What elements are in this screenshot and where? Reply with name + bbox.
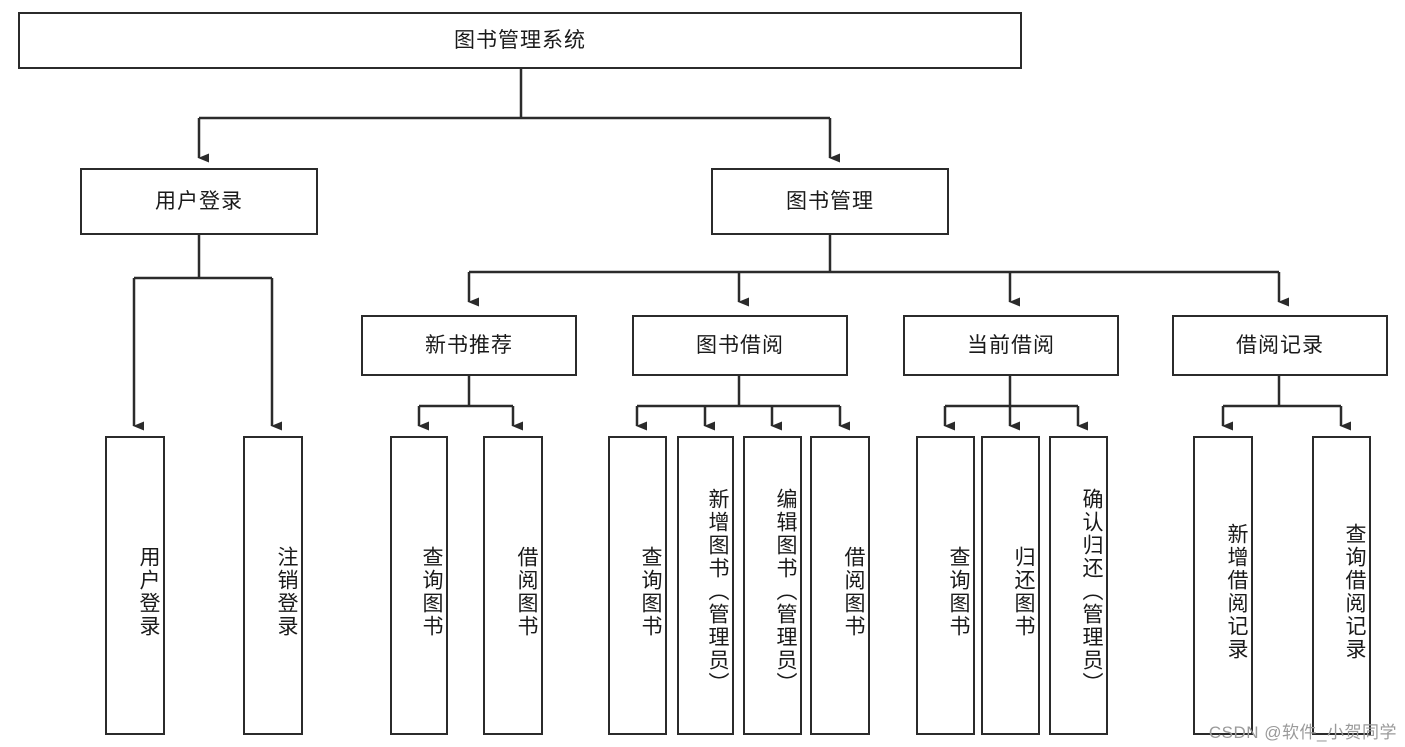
- leaf-return-book[interactable]: 归还图书: [981, 436, 1040, 735]
- leaf-user-login[interactable]: 用户登录: [105, 436, 165, 735]
- leaf-query-book-current-label: 查询图书: [947, 545, 970, 638]
- leaf-add-book-admin-label: 新增图书（管理员）: [706, 488, 729, 695]
- leaf-add-borrow-record[interactable]: 新增借阅记录: [1193, 436, 1253, 735]
- leaf-user-logout-label: 注销登录: [275, 545, 298, 638]
- leaf-edit-book-admin-label: 编辑图书（管理员）: [774, 488, 797, 695]
- leaf-query-book-current[interactable]: 查询图书: [916, 436, 975, 735]
- leaf-confirm-return-admin-label: 确认归还（管理员）: [1080, 488, 1103, 695]
- node-current-borrow[interactable]: 当前借阅: [903, 315, 1119, 376]
- node-root[interactable]: 图书管理系统: [18, 12, 1022, 69]
- node-borrow-record-label: 借阅记录: [1236, 333, 1324, 357]
- leaf-query-book-recommend[interactable]: 查询图书: [390, 436, 448, 735]
- leaf-borrow-book-recommend-label: 借阅图书: [515, 545, 538, 638]
- node-new-book-recommend-label: 新书推荐: [425, 333, 513, 357]
- leaf-query-book-borrow-label: 查询图书: [639, 545, 662, 638]
- node-new-book-recommend[interactable]: 新书推荐: [361, 315, 577, 376]
- node-book-borrow-label: 图书借阅: [696, 333, 784, 357]
- leaf-user-login-label: 用户登录: [137, 545, 160, 638]
- node-current-borrow-label: 当前借阅: [967, 333, 1055, 357]
- node-root-label: 图书管理系统: [454, 28, 586, 52]
- leaf-borrow-book[interactable]: 借阅图书: [810, 436, 870, 735]
- csdn-watermark: CSDN @软件_小贺同学: [1208, 723, 1397, 742]
- node-user-login-label: 用户登录: [155, 189, 243, 213]
- leaf-add-book-admin[interactable]: 新增图书（管理员）: [677, 436, 734, 735]
- node-book-management[interactable]: 图书管理: [711, 168, 949, 235]
- node-book-management-label: 图书管理: [786, 189, 874, 213]
- node-borrow-record[interactable]: 借阅记录: [1172, 315, 1388, 376]
- leaf-borrow-book-label: 借阅图书: [842, 545, 865, 638]
- leaf-borrow-book-recommend[interactable]: 借阅图书: [483, 436, 543, 735]
- leaf-query-borrow-record[interactable]: 查询借阅记录: [1312, 436, 1371, 735]
- leaf-query-book-recommend-label: 查询图书: [420, 545, 443, 638]
- leaf-user-logout[interactable]: 注销登录: [243, 436, 303, 735]
- leaf-query-borrow-record-label: 查询借阅记录: [1343, 522, 1366, 661]
- leaf-confirm-return-admin[interactable]: 确认归还（管理员）: [1049, 436, 1108, 735]
- leaf-return-book-label: 归还图书: [1012, 545, 1035, 638]
- leaf-add-borrow-record-label: 新增借阅记录: [1225, 522, 1248, 661]
- node-user-login[interactable]: 用户登录: [80, 168, 318, 235]
- leaf-edit-book-admin[interactable]: 编辑图书（管理员）: [743, 436, 802, 735]
- leaf-query-book-borrow[interactable]: 查询图书: [608, 436, 667, 735]
- node-book-borrow[interactable]: 图书借阅: [632, 315, 848, 376]
